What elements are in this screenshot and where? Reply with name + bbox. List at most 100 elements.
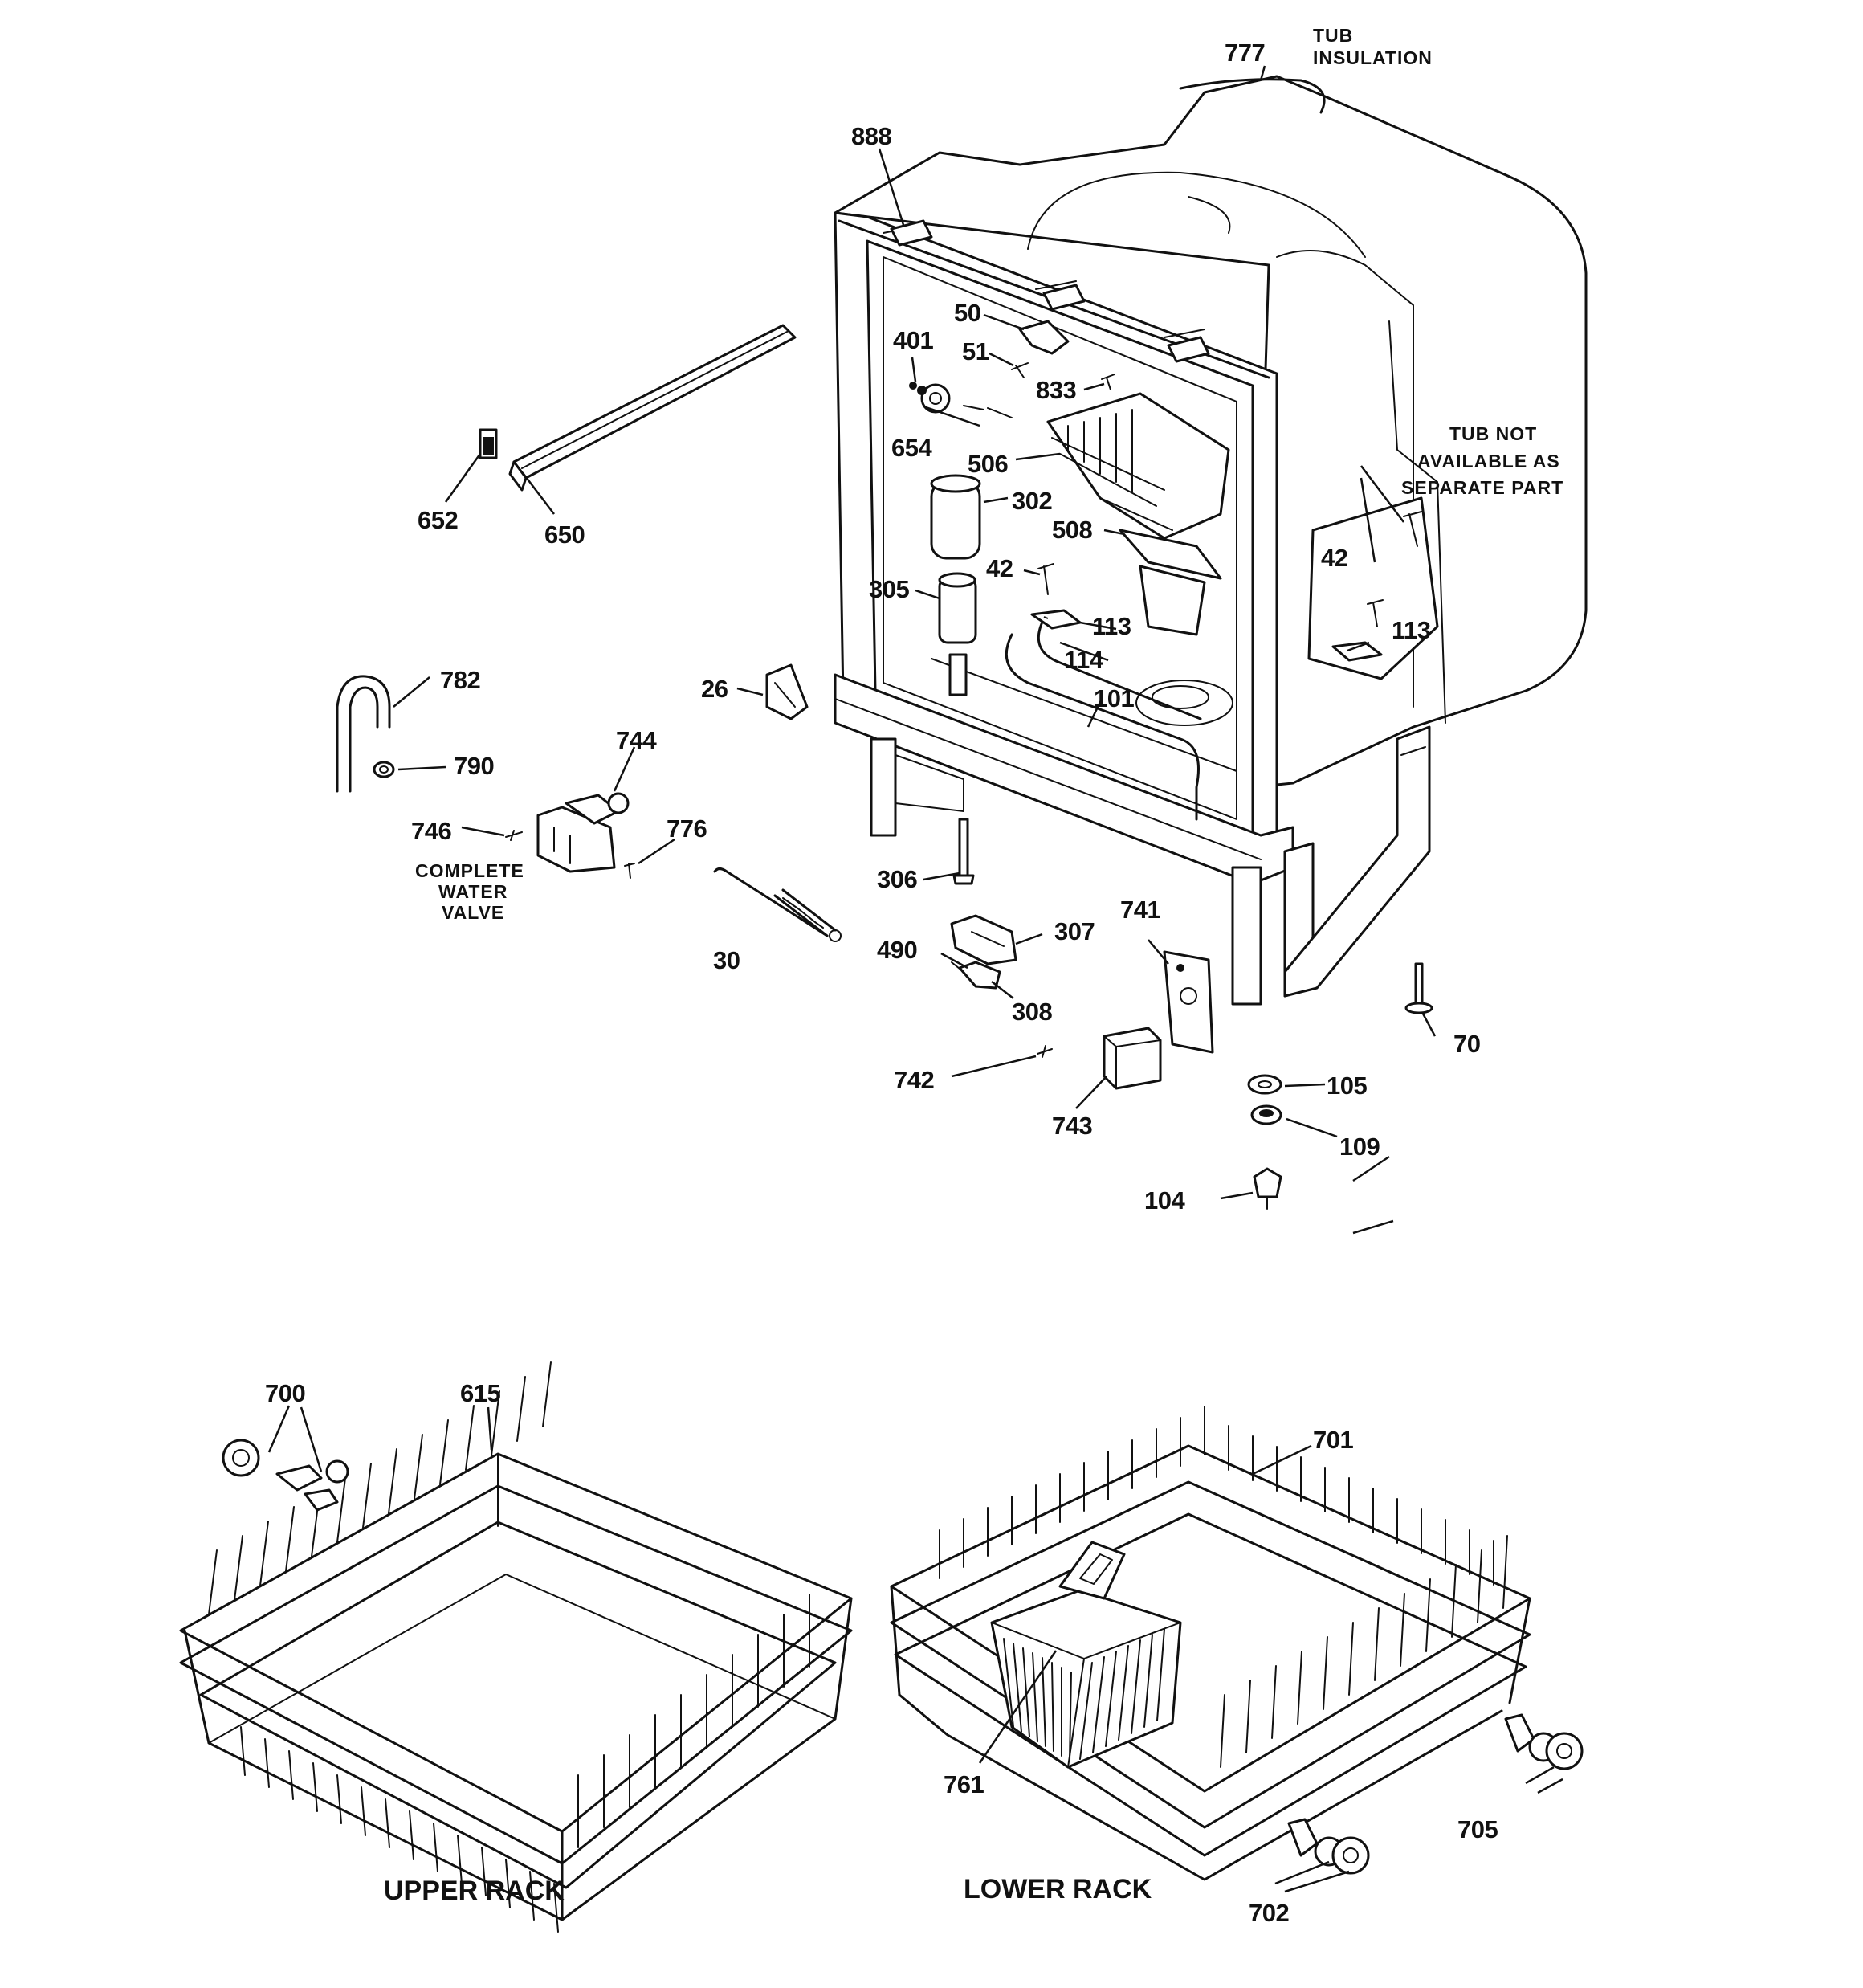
rack-wire bbox=[1042, 1657, 1046, 1747]
rack-wire bbox=[362, 1463, 372, 1529]
rack-wire bbox=[553, 1883, 559, 1933]
label-109: 109 bbox=[1339, 1133, 1380, 1161]
rack-wire bbox=[1003, 1638, 1014, 1728]
label-401: 401 bbox=[893, 326, 933, 354]
label-51: 51 bbox=[962, 337, 989, 365]
rack-wire bbox=[505, 1859, 511, 1908]
rack-wire bbox=[1118, 1645, 1129, 1741]
rack-wire bbox=[1051, 1662, 1054, 1752]
label-113b: 113 bbox=[1392, 616, 1431, 644]
note-insulation: INSULATION bbox=[1313, 47, 1433, 68]
switch-307 bbox=[950, 914, 1017, 965]
rack-wire bbox=[312, 1762, 318, 1812]
rack-wire bbox=[1092, 1656, 1105, 1753]
rack-wire bbox=[433, 1823, 438, 1872]
note-water: WATER bbox=[438, 881, 508, 902]
part-labels: 777 888 50 401 51 833 654 506 302 508 42… bbox=[265, 25, 1563, 1927]
label-42b: 42 bbox=[1321, 544, 1347, 572]
label-490: 490 bbox=[877, 936, 917, 964]
spring-30 bbox=[713, 867, 842, 942]
rack-wire bbox=[1105, 1651, 1117, 1747]
rail-650 bbox=[508, 324, 797, 492]
rack-wire bbox=[1502, 1535, 1508, 1609]
rack-wire bbox=[542, 1361, 552, 1427]
rack-wire bbox=[385, 1798, 390, 1848]
label-743: 743 bbox=[1052, 1112, 1092, 1140]
foot-104 bbox=[1253, 1167, 1282, 1210]
label-782: 782 bbox=[440, 666, 480, 694]
rack-wire bbox=[1271, 1665, 1277, 1739]
rack-wire bbox=[1032, 1652, 1038, 1742]
rack-wire bbox=[240, 1726, 246, 1776]
rack-wire bbox=[1400, 1593, 1405, 1667]
clamp-790 bbox=[373, 761, 395, 778]
rack-wire bbox=[529, 1871, 535, 1921]
label-741: 741 bbox=[1120, 896, 1160, 924]
washer-105 bbox=[1247, 1074, 1282, 1095]
label-506: 506 bbox=[968, 450, 1008, 478]
label-700: 700 bbox=[265, 1379, 305, 1407]
rack-wire bbox=[1220, 1694, 1225, 1768]
rack-wire bbox=[259, 1521, 269, 1586]
rack-wire bbox=[1245, 1680, 1251, 1753]
label-101: 101 bbox=[1094, 684, 1134, 712]
label-701: 701 bbox=[1313, 1426, 1353, 1454]
rack-wire bbox=[1079, 1662, 1093, 1760]
label-744: 744 bbox=[616, 726, 657, 754]
label-104: 104 bbox=[1144, 1186, 1185, 1214]
note-valve: VALVE bbox=[442, 902, 504, 923]
screw-742 bbox=[1037, 1045, 1053, 1058]
water-valve-744 bbox=[536, 792, 630, 873]
rack-wire bbox=[388, 1448, 397, 1514]
rack-wire bbox=[516, 1376, 526, 1442]
rack-wire bbox=[1348, 1622, 1354, 1696]
rack-wire bbox=[1425, 1578, 1431, 1652]
rack-wire bbox=[1022, 1647, 1030, 1737]
leader-lines bbox=[267, 65, 1563, 1893]
rack-wire bbox=[1143, 1634, 1153, 1728]
rack-wire bbox=[1131, 1639, 1141, 1734]
hose-782 bbox=[336, 675, 391, 793]
label-615: 615 bbox=[460, 1379, 500, 1407]
leveling-leg-70 bbox=[1404, 962, 1433, 1014]
label-30: 30 bbox=[713, 946, 740, 974]
note-tub-not: TUB NOT bbox=[1449, 423, 1537, 444]
clip-652 bbox=[479, 428, 498, 459]
rack-wire bbox=[234, 1535, 243, 1601]
note-separate-part: SEPARATE PART bbox=[1401, 477, 1563, 498]
label-790: 790 bbox=[454, 752, 494, 780]
rack-wire bbox=[457, 1835, 463, 1884]
label-42a: 42 bbox=[986, 554, 1013, 582]
label-105: 105 bbox=[1327, 1072, 1367, 1100]
label-776: 776 bbox=[667, 814, 707, 843]
label-305: 305 bbox=[869, 575, 909, 603]
upper-rack bbox=[179, 1361, 853, 1933]
label-70: 70 bbox=[1453, 1030, 1480, 1058]
label-307: 307 bbox=[1054, 917, 1095, 945]
label-888: 888 bbox=[851, 122, 891, 150]
rack-wire bbox=[361, 1786, 366, 1836]
label-114: 114 bbox=[1064, 646, 1104, 674]
screw-776 bbox=[624, 863, 635, 879]
rack-wire bbox=[285, 1506, 295, 1572]
label-302: 302 bbox=[1012, 487, 1052, 515]
rack-wire bbox=[409, 1810, 414, 1860]
rack-wire bbox=[414, 1434, 423, 1500]
rack-wire bbox=[1156, 1628, 1165, 1721]
transformer-743 bbox=[1103, 1027, 1162, 1090]
lower-rack-title: LOWER RACK bbox=[964, 1874, 1152, 1904]
rack-wire bbox=[1013, 1643, 1022, 1733]
tub-na-callout bbox=[1307, 496, 1439, 680]
label-761: 761 bbox=[944, 1770, 984, 1798]
label-650: 650 bbox=[544, 520, 585, 549]
label-833: 833 bbox=[1036, 376, 1076, 404]
switch-308 bbox=[951, 961, 1001, 990]
label-26: 26 bbox=[701, 675, 728, 703]
label-652: 652 bbox=[418, 506, 458, 534]
lower-rack bbox=[890, 1406, 1584, 1881]
bracket-741 bbox=[1163, 950, 1214, 1054]
label-308: 308 bbox=[1012, 998, 1052, 1026]
label-306: 306 bbox=[877, 865, 917, 893]
label-50: 50 bbox=[954, 299, 980, 327]
